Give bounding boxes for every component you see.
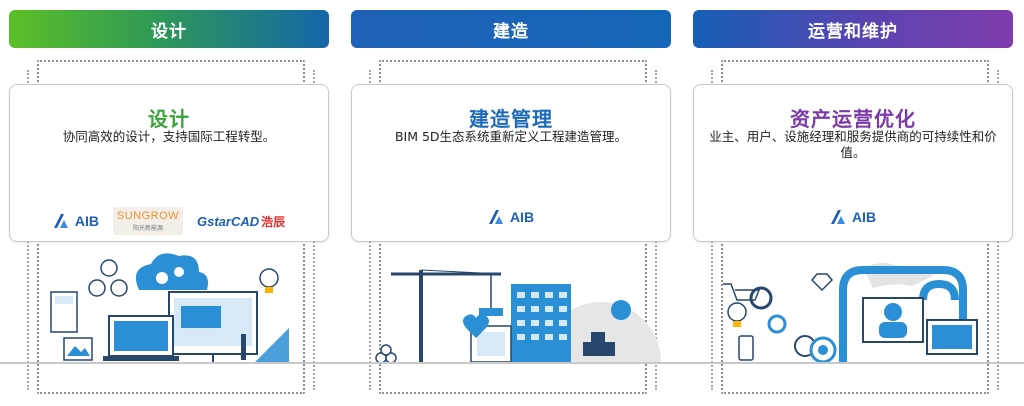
aib-mark-icon bbox=[830, 210, 845, 224]
tab-construction-label: 建造 bbox=[493, 21, 529, 42]
aib-logo-text: AIB bbox=[509, 209, 535, 225]
tab-construction[interactable]: 建造 bbox=[351, 10, 671, 48]
tab-operations-label: 运营和维护 bbox=[808, 21, 898, 42]
operations-card: 资产运营优化 业主、用户、设施经理和服务提供商的可持续性和价值。 AIB bbox=[693, 84, 1013, 242]
card-title: 资产运营优化 bbox=[790, 107, 916, 131]
aib-logo: AIB bbox=[53, 213, 99, 229]
card-description: BIM 5D生态系统重新定义工程建造管理。 bbox=[394, 129, 628, 144]
tab-design[interactable]: 设计 bbox=[9, 10, 329, 48]
aib-logo-text: AIB bbox=[74, 213, 99, 229]
card-description: 协同高效的设计，支持国际工程转型。 bbox=[62, 129, 276, 144]
operations-illustration bbox=[723, 263, 978, 364]
aib-logo-text: AIB bbox=[851, 209, 877, 225]
tab-operations[interactable]: 运营和维护 bbox=[693, 10, 1013, 48]
gstar-text: Gstar bbox=[196, 213, 231, 229]
ground-line bbox=[0, 362, 1024, 364]
sungrow-logo: SUNGROW 阳光新能源 bbox=[112, 207, 183, 235]
construction-illustration bbox=[375, 269, 661, 364]
column-design: 设计 设计 协同高效的设计，支持国际工程转型。 AIB SUNGROW 阳光新能… bbox=[9, 0, 329, 406]
card-description: 业主、用户、设施经理和服务提供商的可持续性和价值。 bbox=[709, 129, 997, 160]
column-construction: 建造 建造管理 BIM 5D生态系统重新定义工程建造管理。 AIB bbox=[351, 0, 671, 406]
aib-mark-icon bbox=[53, 214, 68, 228]
construction-card: 建造管理 BIM 5D生态系统重新定义工程建造管理。 AIB bbox=[351, 84, 671, 242]
column-operations: 运营和维护 资产运营优化 业主、用户、设施经理和服务提供商的可持续性和价值。 A… bbox=[693, 0, 1013, 406]
partner-logos: AIB bbox=[694, 209, 1012, 225]
gstar-cn-text: 浩辰 bbox=[261, 214, 286, 229]
aib-logo: AIB bbox=[830, 209, 876, 225]
design-illustration bbox=[50, 253, 289, 364]
partner-logos: AIB bbox=[352, 209, 670, 225]
design-card: 设计 协同高效的设计，支持国际工程转型。 AIB SUNGROW 阳光新能源 G… bbox=[9, 84, 329, 242]
aib-mark-icon bbox=[488, 210, 503, 224]
sungrow-subtitle: 阳光新能源 bbox=[132, 225, 163, 232]
card-title: 建造管理 bbox=[469, 107, 553, 131]
aib-logo: AIB bbox=[488, 209, 534, 225]
sungrow-name: SUNGROW bbox=[116, 210, 180, 222]
card-title: 设计 bbox=[148, 107, 190, 131]
tab-design-label: 设计 bbox=[151, 21, 187, 42]
gstar-cad-text: CAD bbox=[230, 213, 260, 229]
